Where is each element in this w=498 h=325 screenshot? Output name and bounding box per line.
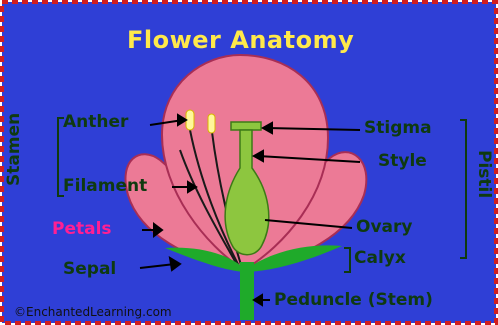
label-filament: Filament: [63, 178, 147, 195]
stigma-shape: [231, 122, 261, 130]
group-label-stamen: Stamen: [6, 113, 23, 186]
label-stigma: Stigma: [364, 120, 432, 137]
label-style: Style: [378, 153, 427, 170]
label-petals: Petals: [52, 221, 112, 238]
label-peduncle: Peduncle (Stem): [274, 292, 433, 309]
diagram-title: Flower Anatomy: [127, 28, 354, 52]
group-label-pistil: Pistil: [475, 150, 492, 198]
label-calyx: Calyx: [354, 250, 406, 267]
label-anther: Anther: [63, 114, 128, 131]
label-ovary: Ovary: [356, 219, 412, 236]
credit-text: ©EnchantedLearning.com: [14, 306, 172, 318]
label-sepal: Sepal: [63, 261, 116, 278]
peduncle-shape: [240, 262, 254, 320]
anther-shape-2: [208, 114, 215, 133]
